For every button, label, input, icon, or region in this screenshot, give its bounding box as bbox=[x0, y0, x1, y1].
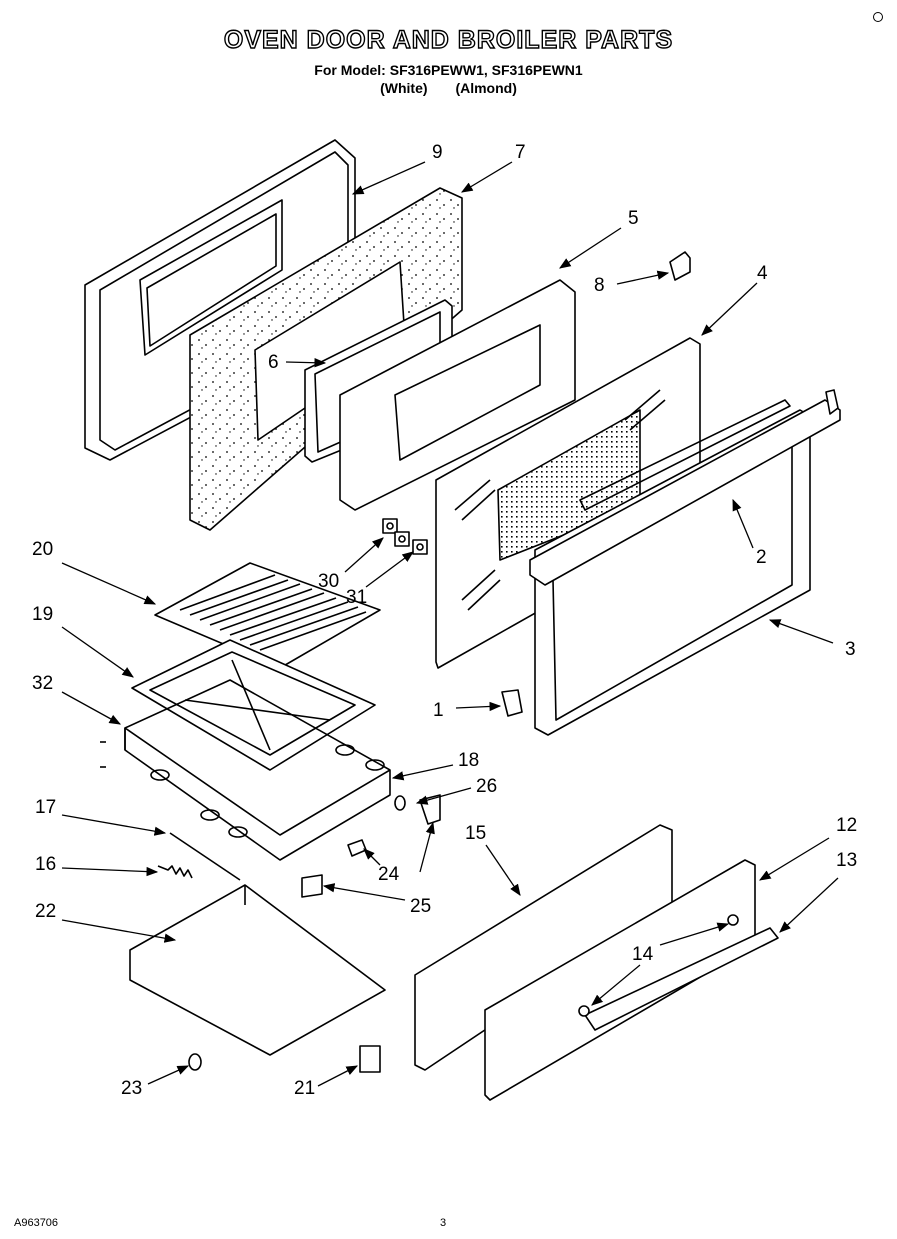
leader-lines bbox=[61, 161, 839, 1087]
rod-part bbox=[169, 832, 241, 881]
callout-22: 22 bbox=[35, 901, 56, 922]
document-code: A963706 bbox=[14, 1217, 59, 1229]
callout-26: 26 bbox=[476, 776, 497, 797]
callout-4: 4 bbox=[757, 263, 768, 284]
page-title: OVEN DOOR AND BROILER PARTS bbox=[223, 25, 674, 54]
callout-13: 13 bbox=[836, 850, 857, 871]
callout-6: 6 bbox=[268, 352, 279, 373]
slide-bracket-part bbox=[301, 874, 323, 898]
callout-31: 31 bbox=[346, 587, 367, 608]
clip-part bbox=[669, 251, 691, 281]
broiler-grid-part bbox=[154, 562, 381, 669]
callout-9: 9 bbox=[432, 142, 443, 163]
callout-7: 7 bbox=[515, 142, 526, 163]
window-pack-part bbox=[339, 279, 576, 511]
callout-24: 24 bbox=[378, 864, 400, 885]
roller-part bbox=[347, 839, 367, 857]
callout-labels: 9 7 5 8 4 6 2 3 20 30 31 19 1 32 18 26 1… bbox=[32, 142, 857, 1099]
callout-21: 21 bbox=[294, 1078, 315, 1099]
callout-30: 30 bbox=[318, 571, 339, 592]
model-line: For Model: SF316PEWW1, SF316PEWN1 bbox=[314, 62, 583, 78]
callout-16: 16 bbox=[35, 854, 56, 875]
page-number: 3 bbox=[440, 1217, 447, 1229]
corner-registration-mark bbox=[873, 12, 883, 22]
broiler-pan-part bbox=[131, 639, 376, 771]
callout-8: 8 bbox=[594, 275, 605, 296]
screw-part bbox=[188, 1053, 202, 1071]
nut-parts bbox=[382, 518, 428, 555]
broiler-clip-marks bbox=[100, 741, 106, 768]
callout-19: 19 bbox=[32, 604, 53, 625]
outer-door-glass-part bbox=[435, 337, 701, 669]
callout-14: 14 bbox=[632, 944, 654, 965]
variant-almond: (Almond) bbox=[455, 80, 517, 96]
hinge-part bbox=[359, 1045, 381, 1073]
grommet-parts bbox=[578, 914, 739, 1017]
bumper-part bbox=[501, 689, 523, 717]
callout-1: 1 bbox=[433, 700, 444, 721]
callout-17: 17 bbox=[35, 797, 56, 818]
callout-18: 18 bbox=[458, 750, 479, 771]
callout-5: 5 bbox=[628, 208, 639, 229]
variant-line: (White) (Almond) bbox=[0, 80, 897, 96]
variant-white: (White) bbox=[380, 80, 428, 96]
callout-32: 32 bbox=[32, 673, 53, 694]
drawer-slide-plate-part bbox=[129, 884, 386, 1056]
callout-2: 2 bbox=[756, 547, 767, 568]
callout-15: 15 bbox=[465, 823, 486, 844]
callout-25: 25 bbox=[410, 896, 431, 917]
callout-23: 23 bbox=[121, 1078, 142, 1099]
broiler-drawer-part bbox=[124, 679, 391, 861]
callout-20: 20 bbox=[32, 539, 53, 560]
callout-3: 3 bbox=[845, 639, 856, 660]
door-handle-part bbox=[529, 389, 841, 586]
screw-and-bracket-part bbox=[394, 794, 441, 825]
drawer-handle-part bbox=[584, 927, 779, 1031]
callout-12: 12 bbox=[836, 815, 857, 836]
spring-part bbox=[157, 865, 193, 879]
